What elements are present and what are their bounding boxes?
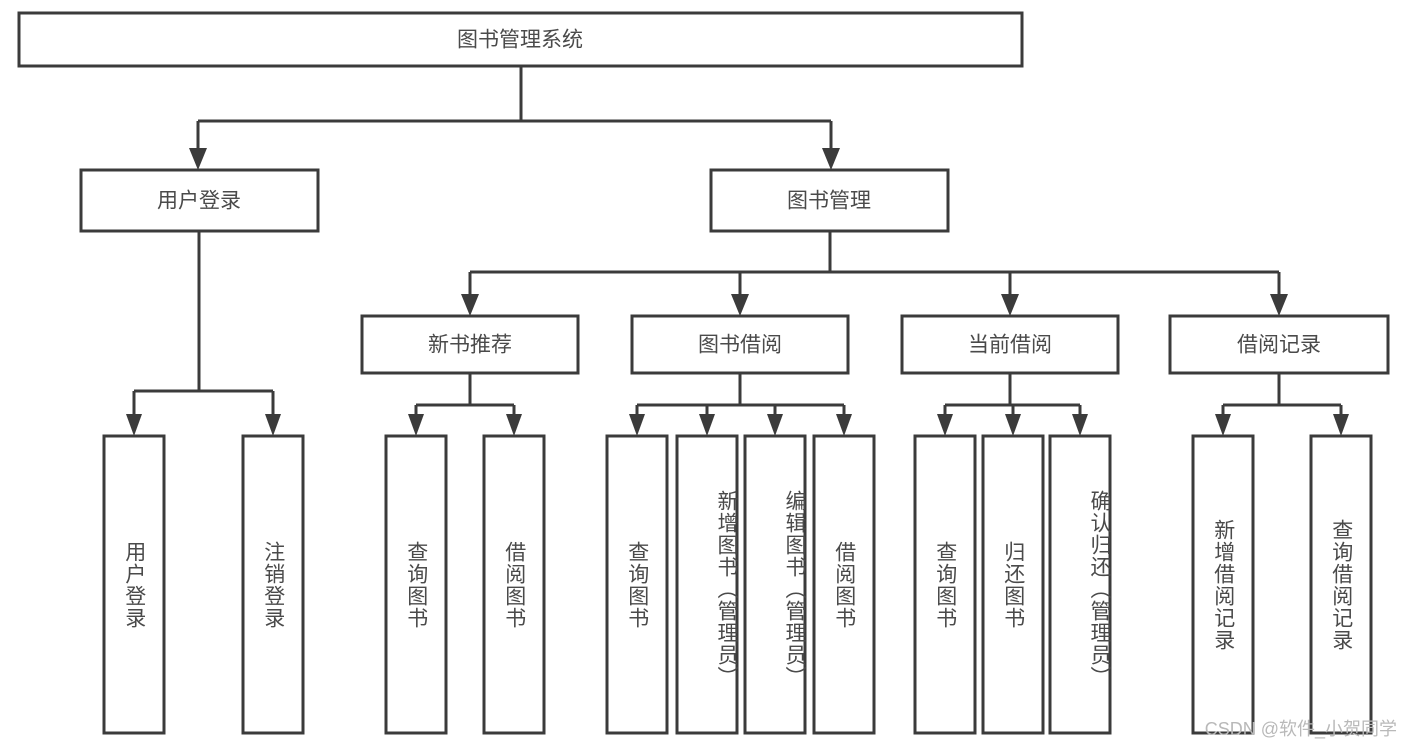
arrow-head-leaf-user-login	[126, 414, 142, 436]
arrow-head-recommend-leaf-1	[408, 414, 424, 436]
arrow-head-current-leaf-2	[1005, 414, 1021, 436]
node-new-book-recommend-label: 新书推荐	[428, 334, 512, 357]
leaf-box-recommend-borrow-book[interactable]	[482, 434, 546, 735]
leaf-box-records-add[interactable]	[1191, 434, 1255, 735]
node-borrow-records-label: 借阅记录	[1237, 334, 1321, 357]
node-new-book-recommend-box[interactable]	[360, 314, 580, 375]
arrow-head-borrow-leaf-1	[629, 414, 645, 436]
leaf-box-user-login[interactable]	[102, 434, 166, 735]
arrow-head-book-borrow	[731, 294, 749, 316]
arrow-head-records-leaf-2	[1333, 414, 1349, 436]
leaf-box-borrow-query-book[interactable]	[605, 434, 669, 735]
leaf-box-records-query[interactable]	[1309, 434, 1373, 735]
node-book-borrow-label: 图书借阅	[698, 334, 782, 357]
node-root-box[interactable]	[17, 11, 1024, 68]
node-current-borrow-box[interactable]	[900, 314, 1120, 375]
leaf-box-logout[interactable]	[241, 434, 305, 735]
leaf-box-borrow-add-book[interactable]	[675, 434, 739, 735]
arrow-head-user-login	[189, 148, 207, 170]
leaf-box-borrow-edit-book[interactable]	[743, 434, 807, 735]
arrow-head-borrow-records	[1270, 294, 1288, 316]
arrow-head-new-book-recommend	[461, 294, 479, 316]
node-book-manage-label: 图书管理	[787, 190, 871, 213]
leaf-box-current-confirm-return[interactable]	[1048, 434, 1112, 735]
node-borrow-records-box[interactable]	[1168, 314, 1390, 375]
node-user-login-label: 用户登录	[157, 190, 241, 213]
arrow-head-current-leaf-1	[937, 414, 953, 436]
node-root-label: 图书管理系统	[457, 29, 583, 52]
arrow-head-book-manage	[822, 148, 840, 170]
arrow-head-borrow-leaf-2	[699, 414, 715, 436]
leaf-box-recommend-query-book[interactable]	[384, 434, 448, 735]
arrow-head-records-leaf-1	[1215, 414, 1231, 436]
leaf-box-borrow-borrow-book[interactable]	[812, 434, 876, 735]
arrow-head-current-leaf-3	[1072, 414, 1088, 436]
leaf-box-current-query-book[interactable]	[913, 434, 977, 735]
node-current-borrow-label: 当前借阅	[968, 334, 1052, 357]
arrow-head-current-borrow	[1001, 294, 1019, 316]
leaf-box-current-return-book[interactable]	[981, 434, 1045, 735]
arrow-head-borrow-leaf-4	[836, 414, 852, 436]
arrow-head-borrow-leaf-3	[767, 414, 783, 436]
node-book-borrow-box[interactable]	[630, 314, 850, 375]
arrow-head-recommend-leaf-2	[506, 414, 522, 436]
arrow-head-leaf-logout	[265, 414, 281, 436]
node-book-manage-box[interactable]	[709, 168, 950, 233]
